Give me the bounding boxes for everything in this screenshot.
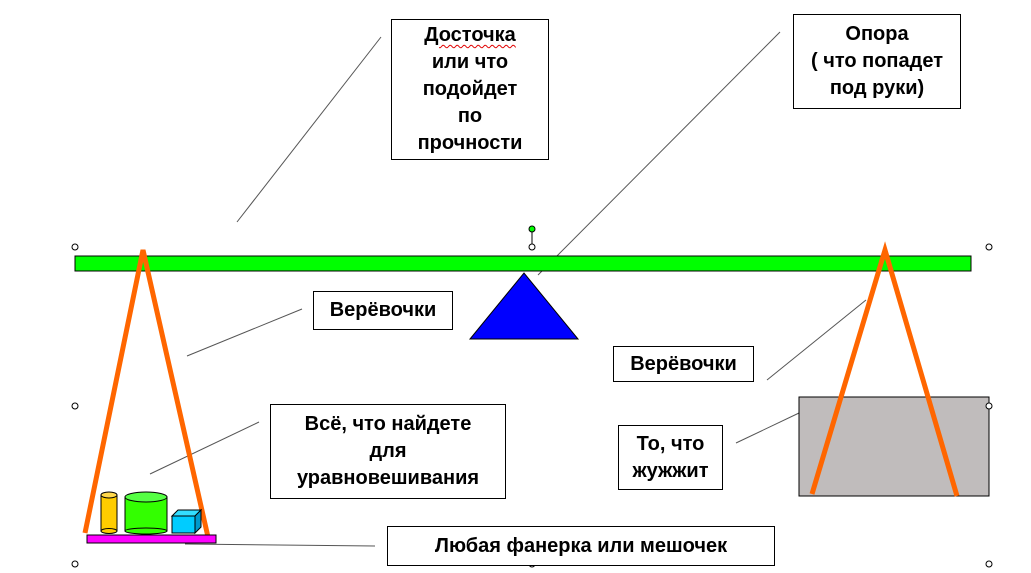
label-ropes-right: Верёвочки [613,346,754,382]
label-board: Досточка или что подойдет по прочности [391,19,549,160]
tray [86,534,217,544]
label-counterweights: Всё, что найдете для уравновешивания [270,404,506,499]
resize-handle[interactable] [985,402,993,410]
label-ropes-left: Верёвочки [313,291,453,330]
label-plywood: Любая фанерка или мешочек [387,526,775,566]
resize-handle[interactable] [985,560,993,568]
leader-plywood [184,543,376,547]
leader-board [236,36,382,223]
weight-cyan-cube [170,508,203,535]
rope-left [82,249,211,538]
leader-ropes-right [766,299,867,381]
resize-handle[interactable] [528,243,536,251]
resize-handle[interactable] [71,560,79,568]
leader-lines [149,31,867,547]
resize-handle[interactable] [71,402,79,410]
weight-yellow-cylinder [100,491,118,534]
resize-handle[interactable] [985,243,993,251]
leader-ropes-left [186,308,303,357]
leader-support [537,31,781,276]
leader-counterweights [149,421,260,475]
label-support: Опора ( что попадет под руки) [793,14,961,109]
plank[interactable] [74,255,972,272]
weight-green-cylinder [124,491,168,535]
label-buzzing-thing: То, что жужжит [618,425,723,490]
rotate-handle[interactable] [528,225,536,233]
fulcrum-triangle [468,272,580,340]
rope-right [809,241,960,497]
label-board-word: Досточка [424,24,516,46]
buzzing-object-box [798,396,990,497]
label-board-rest: или что подойдет по прочности [417,51,523,154]
resize-handle[interactable] [71,243,79,251]
leader-buzzing-thing [735,412,800,444]
